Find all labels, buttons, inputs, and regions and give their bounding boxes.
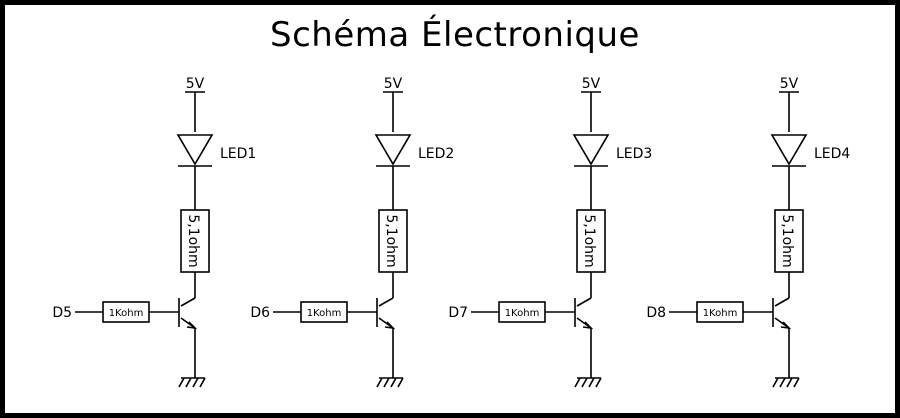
ground-hatch bbox=[383, 377, 390, 388]
led-symbol bbox=[176, 134, 214, 166]
transistor-collector bbox=[576, 297, 592, 307]
base-resistor-label: 1Kohm bbox=[703, 308, 738, 319]
supply-label: 5V bbox=[582, 76, 601, 92]
circuit-4 bbox=[669, 91, 808, 388]
ground-hatch bbox=[779, 377, 786, 388]
ground-hatch bbox=[178, 377, 185, 388]
input-pin-label: D7 bbox=[448, 305, 468, 321]
led-label: LED3 bbox=[616, 146, 652, 162]
ground-hatch bbox=[397, 377, 404, 388]
ground-hatch bbox=[192, 377, 199, 388]
collector-resistor-label: 5,1ohm bbox=[185, 214, 201, 267]
ground-hatch bbox=[199, 377, 206, 388]
ground-hatch bbox=[574, 377, 581, 388]
ground-hatch bbox=[390, 377, 397, 388]
led-symbol bbox=[770, 134, 808, 166]
ground-hatch bbox=[376, 377, 383, 388]
input-pin-label: D5 bbox=[52, 305, 72, 321]
circuit-1-labels: 5V LED1 5,1ohm 1Kohm D5 bbox=[52, 76, 256, 321]
circuit-2-labels: 5V LED2 5,1ohm 1Kohm D6 bbox=[250, 76, 454, 321]
transistor-collector bbox=[774, 297, 790, 307]
supply-label: 5V bbox=[186, 76, 205, 92]
led-symbol bbox=[374, 134, 412, 166]
led-label: LED2 bbox=[418, 146, 454, 162]
collector-resistor-label: 5,1ohm bbox=[581, 214, 597, 267]
led-symbol bbox=[572, 134, 610, 166]
base-resistor-label: 1Kohm bbox=[505, 308, 540, 319]
collector-resistor-label: 5,1ohm bbox=[383, 214, 399, 267]
ground-hatch bbox=[185, 377, 192, 388]
input-pin-label: D6 bbox=[250, 305, 270, 321]
transistor-collector bbox=[378, 297, 394, 307]
circuit-4-labels: 5V LED4 5,1ohm 1Kohm D8 bbox=[646, 76, 850, 321]
supply-label: 5V bbox=[384, 76, 403, 92]
diagram-title: Schéma Électronique bbox=[270, 15, 640, 55]
input-pin-label: D8 bbox=[646, 305, 666, 321]
ground-hatch bbox=[588, 377, 595, 388]
circuit-1 bbox=[75, 91, 214, 388]
ground-hatch bbox=[772, 377, 779, 388]
supply-label: 5V bbox=[780, 76, 799, 92]
ground-hatch bbox=[595, 377, 602, 388]
led-label: LED1 bbox=[220, 146, 256, 162]
led-label: LED4 bbox=[814, 146, 850, 162]
circuit-3-labels: 5V LED3 5,1ohm 1Kohm D7 bbox=[448, 76, 652, 321]
transistor-collector bbox=[180, 297, 196, 307]
ground-hatch bbox=[793, 377, 800, 388]
ground-hatch bbox=[786, 377, 793, 388]
base-resistor-label: 1Kohm bbox=[109, 308, 144, 319]
base-resistor-label: 1Kohm bbox=[307, 308, 342, 319]
circuit-2 bbox=[273, 91, 412, 388]
collector-resistor-label: 5,1ohm bbox=[779, 214, 795, 267]
ground-hatch bbox=[581, 377, 588, 388]
circuit-3 bbox=[471, 91, 610, 388]
